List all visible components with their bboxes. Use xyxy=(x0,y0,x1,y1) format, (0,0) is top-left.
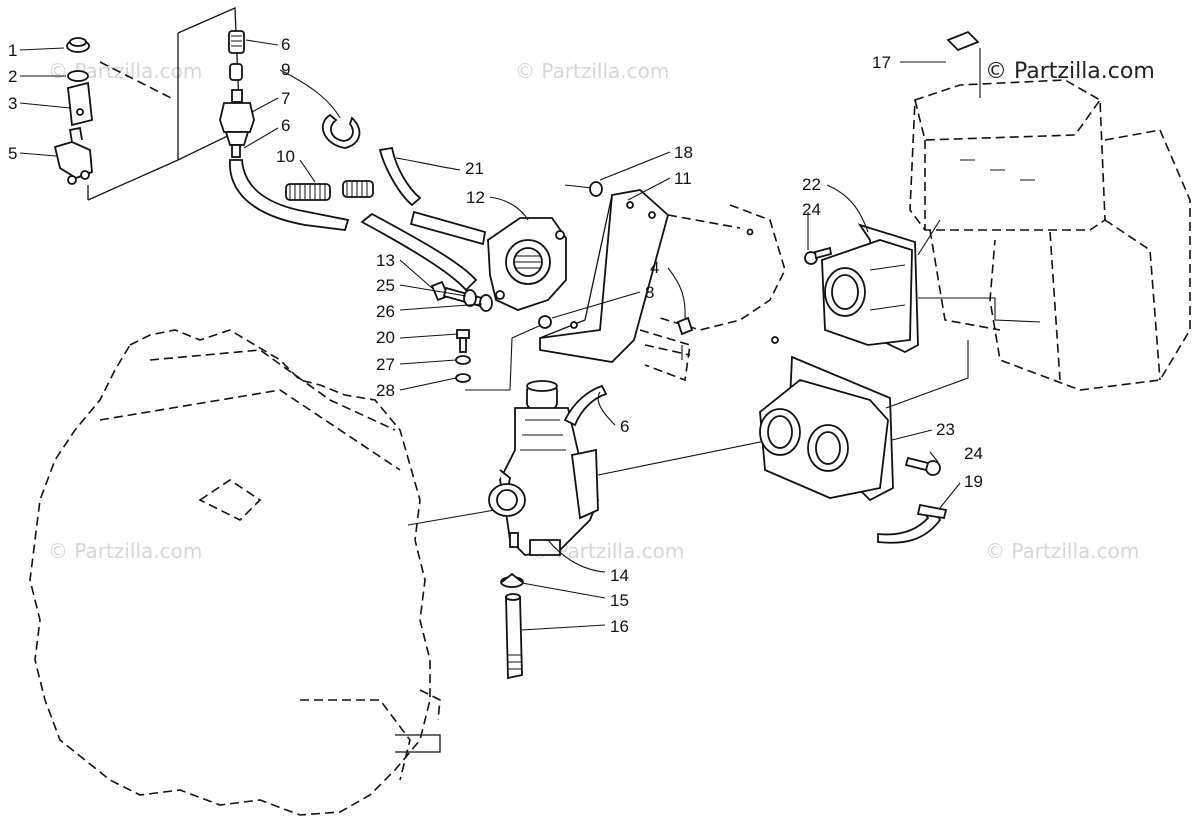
carburetor xyxy=(488,380,608,556)
callout-24: 24 xyxy=(964,444,983,463)
callout-15: 15 xyxy=(610,591,629,610)
intake-silencer-upper xyxy=(804,219,1041,354)
callout-6: 6 xyxy=(281,35,290,54)
callout-6: 6 xyxy=(620,417,629,436)
watermark-main: © Partzilla.com xyxy=(985,59,1155,84)
callout-9: 9 xyxy=(281,60,290,79)
drain-tube xyxy=(500,572,524,680)
callout-21: 21 xyxy=(465,159,484,178)
fuel-pump-assembly xyxy=(53,7,241,201)
callout-17: 17 xyxy=(872,53,891,72)
callout-2: 2 xyxy=(8,67,17,86)
watermark-layer: © Partzilla.com © Partzilla.com © Partzi… xyxy=(48,59,1155,563)
watermark-text: © Partzilla.com xyxy=(985,539,1139,563)
retaining-strap xyxy=(877,503,948,544)
engine-block xyxy=(29,329,441,816)
callout-11: 11 xyxy=(674,169,692,188)
air-silencer-box xyxy=(909,30,1191,391)
callout-25: 25 xyxy=(376,276,395,295)
callout-14: 14 xyxy=(610,566,629,585)
callout-19: 19 xyxy=(964,472,983,491)
callout-23: 23 xyxy=(936,420,955,439)
callout-3: 3 xyxy=(8,94,17,113)
connector-line xyxy=(407,509,496,526)
callout-28: 28 xyxy=(376,381,395,400)
callout-18: 18 xyxy=(674,143,693,162)
callout-10: 10 xyxy=(276,147,295,166)
throttle-housing xyxy=(487,217,567,311)
callout-6: 6 xyxy=(281,116,290,135)
watermark-text: © Partzilla.com xyxy=(515,59,669,83)
connector-line xyxy=(597,439,771,476)
leader-lines xyxy=(19,39,961,631)
callout-4: 4 xyxy=(650,258,659,277)
callout-8: 8 xyxy=(645,283,654,302)
callout-16: 16 xyxy=(610,617,629,636)
watermark-text: © Partzilla.com xyxy=(48,539,202,563)
callout-5: 5 xyxy=(8,144,17,163)
callout-labels: 1 2 3 5 6 9 7 6 10 21 12 18 11 13 25 26 … xyxy=(8,35,983,636)
intake-silencer-lower xyxy=(759,340,969,502)
chassis-outline xyxy=(639,204,786,382)
callout-26: 26 xyxy=(376,302,395,321)
callout-12: 12 xyxy=(466,188,485,207)
callout-7: 7 xyxy=(281,89,290,108)
callout-13: 13 xyxy=(376,251,395,270)
fuel-line-components xyxy=(219,30,487,292)
callout-1: 1 xyxy=(8,41,17,60)
callout-24: 24 xyxy=(802,200,821,219)
mounting-bracket xyxy=(538,181,670,363)
callout-22: 22 xyxy=(802,175,821,194)
mounting-hardware-left xyxy=(430,280,549,391)
callout-20: 20 xyxy=(376,328,395,347)
callout-27: 27 xyxy=(376,355,395,374)
